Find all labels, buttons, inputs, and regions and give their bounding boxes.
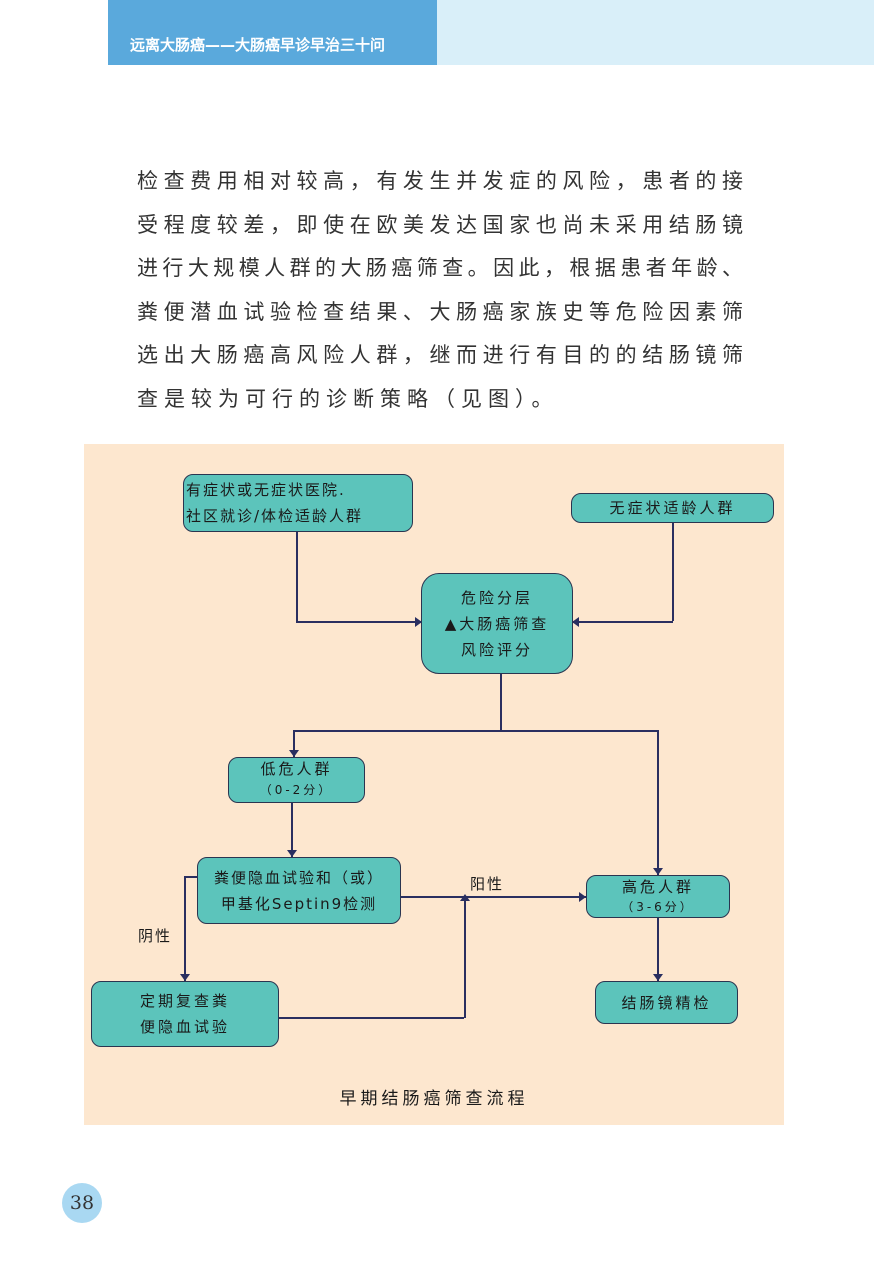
connector	[572, 621, 673, 623]
connector	[296, 621, 421, 623]
arrowhead	[415, 617, 422, 627]
box-text: （0-2分）	[259, 783, 334, 797]
arrowhead	[180, 974, 190, 981]
connector	[184, 876, 186, 981]
header-title: 远离大肠癌——大肠癌早诊早治三十问	[130, 36, 386, 54]
box-repeat-fobt: 定期复查粪 便隐血试验	[91, 981, 279, 1047]
connector	[657, 917, 659, 981]
box-text: ▲大肠癌筛查	[444, 614, 550, 633]
box-low-risk: 低危人群 （0-2分）	[228, 757, 365, 803]
box-text: 结肠镜精检	[621, 993, 712, 1012]
box-fobt-septin9: 粪便隐血试验和（或） 甲基化Septin9检测	[197, 857, 401, 924]
connector	[296, 531, 298, 621]
box-text: 便隐血试验	[139, 1018, 230, 1036]
box-text: （3-6分）	[621, 899, 695, 914]
box-hospital-population: 有症状或无症状医院. 社区就诊/体检适龄人群	[183, 474, 413, 532]
box-text: 粪便隐血试验和（或）	[213, 868, 384, 887]
box-asymptomatic-population: 无症状适龄人群	[571, 493, 774, 523]
flowchart-figure: 有症状或无症状医院. 社区就诊/体检适龄人群 无症状适龄人群 危险分层 ▲大肠癌…	[84, 444, 784, 1125]
body-text: 检查费用相对较高，有发生并发症的风险，患者的接 受程度较差，即使在欧美发达国家也…	[137, 160, 743, 421]
box-colonoscopy: 结肠镜精检	[595, 981, 738, 1024]
arrowhead	[579, 892, 586, 902]
box-high-risk: 高危人群 （3-6分）	[586, 875, 730, 918]
body-line: 检查费用相对较高，有发生并发症的风险，患者的接	[137, 169, 743, 193]
box-text: 无症状适龄人群	[609, 499, 736, 517]
body-line: 粪便潜血试验检查结果、大肠癌家族史等危险因素筛	[137, 299, 743, 324]
label-positive: 阳性	[470, 875, 505, 893]
page-number: 38	[62, 1183, 102, 1223]
box-text: 有症状或无症状医院.	[186, 481, 346, 499]
body-line: 选出大肠癌高风险人群，继而进行有目的的结肠镜筛	[137, 343, 743, 367]
body-line: 进行大规模人群的大肠癌筛查。因此，根据患者年龄、	[137, 256, 743, 280]
connector	[500, 673, 502, 730]
connector	[464, 896, 466, 1018]
arrowhead	[287, 850, 297, 857]
arrowhead	[289, 750, 299, 757]
box-text: 低危人群	[260, 760, 333, 778]
connector	[657, 730, 659, 875]
box-text: 高危人群	[621, 877, 694, 896]
arrowhead	[572, 617, 579, 627]
figure-caption: 早期结肠癌筛查流程	[339, 1089, 529, 1109]
connector	[293, 730, 295, 757]
arrowhead	[460, 894, 470, 901]
body-line: 查是较为可行的诊断策略（见图）。	[137, 386, 559, 411]
box-text: 危险分层	[460, 588, 533, 607]
connector	[184, 876, 197, 878]
connector	[672, 522, 674, 621]
header-band	[437, 0, 874, 65]
connector	[291, 802, 293, 857]
box-text: 社区就诊/体检适龄人群	[186, 507, 364, 525]
connector	[400, 896, 586, 898]
connector	[293, 730, 657, 732]
box-text: 定期复查粪	[139, 992, 230, 1010]
arrowhead	[653, 868, 663, 875]
header-bar: 远离大肠癌——大肠癌早诊早治三十问	[108, 0, 437, 65]
arrowhead	[653, 974, 663, 981]
box-text: 风险评分	[460, 640, 533, 659]
box-text: 甲基化Septin9检测	[220, 894, 378, 913]
connector	[278, 1017, 464, 1019]
box-risk-stratification: 危险分层 ▲大肠癌筛查 风险评分	[421, 573, 573, 674]
body-line: 受程度较差，即使在欧美发达国家也尚未采用结肠镜	[137, 212, 743, 237]
label-negative: 阴性	[138, 927, 173, 945]
